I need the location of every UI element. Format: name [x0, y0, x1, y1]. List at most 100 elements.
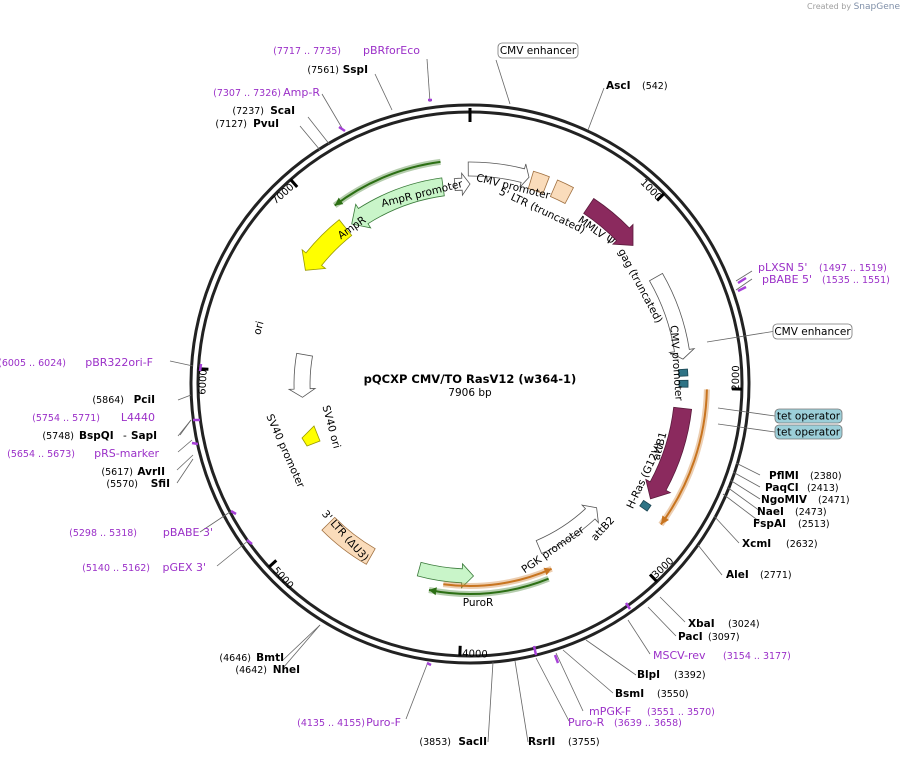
site-pos-naei: (2473): [795, 507, 827, 518]
site-rsrii: RsrII(3755): [528, 736, 600, 748]
leader-line: [282, 624, 321, 661]
attb2-box: [639, 499, 652, 512]
leader-line: [169, 360, 194, 367]
site-name-xbai: XbaI: [688, 618, 715, 630]
site-sfii: SfiI(5570): [106, 478, 170, 490]
features: [287, 158, 710, 597]
callout-box-cmv-enhancer-2: [772, 323, 853, 340]
site-name-bspqi: BspQI: [79, 430, 114, 442]
site-xbai: XbaI(3024): [688, 618, 760, 630]
gag-arrow: [583, 197, 634, 246]
tick-1000: [655, 192, 666, 202]
site-pos-pflmi: (2380): [810, 471, 842, 482]
site-pbabe5: pBABE 5'(1535 .. 1551): [762, 273, 890, 286]
leader-lines: [169, 58, 777, 743]
site-pos-fspai: (2513): [798, 519, 830, 530]
site-sacii: SacII (3853): [419, 736, 487, 748]
site-sep-bspqi: -: [123, 430, 127, 442]
leader-line: [735, 270, 753, 282]
site-name-pbrforeco: pBRforEco: [363, 44, 420, 57]
site-pos-bsmi: (3550): [657, 689, 689, 700]
site-pos-avrii: (5617): [101, 467, 133, 478]
site-name-avrii: AvrII: [137, 466, 165, 478]
site-pos-sacii: (3853): [419, 737, 451, 748]
watermark-created-by: Created by: [807, 2, 852, 11]
leader-line: [321, 93, 343, 129]
site-pos-paqci: (2413): [807, 483, 839, 494]
site-pbr322ori-f: pBR322ori-F(6005 .. 6024): [0, 356, 153, 369]
site-name-xcmi: XcmI: [742, 538, 771, 550]
leader-line: [405, 661, 429, 720]
site-name-bmti: BmtI: [256, 652, 284, 664]
leader-line: [299, 125, 321, 151]
site-name-asci: AscI: [606, 80, 631, 92]
site-name-alei: AleI: [726, 569, 749, 581]
ltr-5-box: [527, 170, 550, 195]
primer-site-mark: [246, 539, 253, 545]
site-asci: AscI(542): [606, 80, 668, 92]
callout-tet-operator-1: tet operator: [774, 408, 843, 424]
ori-arrow: [301, 219, 353, 271]
site-name-nhei: NheI: [273, 664, 300, 676]
site-prs-marker: pRS-marker(5654 .. 5673): [7, 447, 159, 460]
leader-line: [282, 624, 321, 669]
site-nhei: NheI(4642): [235, 664, 300, 676]
leader-line: [374, 73, 393, 111]
backbone-outer: [189, 103, 751, 665]
ampr-orf-bar: [334, 160, 441, 207]
site-paqci: PaqCI(2413): [765, 482, 839, 494]
site-name-puro-r: Puro-R: [568, 716, 605, 729]
site-pos-prs-marker: (5654 .. 5673): [7, 449, 75, 460]
site-pos-pbrforeco: (7717 .. 7735): [273, 46, 341, 57]
site-sspi: SspI(7561): [307, 64, 368, 76]
puror-arrow: [416, 561, 475, 589]
feature-label-ampr: AmpR: [336, 214, 369, 242]
hras-orf-bar-arrowhead: [660, 515, 669, 525]
feature-label-pgk-promoter: PGK promoter: [519, 524, 587, 576]
leader-line: [647, 606, 677, 637]
site-xcmi: XcmI(2632): [742, 538, 818, 550]
sv40-ori-box: [301, 425, 321, 447]
tick-3000: [648, 573, 658, 583]
leader-line: [717, 407, 776, 417]
site-amp-r: Amp-R(7307 .. 7326): [213, 86, 320, 99]
leader-line: [729, 479, 761, 500]
tet-operator-2-box: [678, 379, 689, 388]
primer-site-mark: [338, 125, 346, 133]
site-name-sacii: SacII: [458, 736, 487, 748]
leader-line: [176, 458, 194, 484]
site-name-puro-f: Puro-F: [366, 716, 401, 729]
primer-site-mark: [191, 441, 199, 446]
ampr-promoter-arrow: [453, 171, 471, 197]
site-name-paci: PacI: [678, 631, 703, 643]
site-pgex3: pGEX 3'(5140 .. 5162): [82, 561, 206, 574]
snapgene-watermark: Created by SnapGene: [807, 2, 900, 12]
site-name-sspi: SspI: [343, 64, 368, 76]
site-name-naei: NaeI: [757, 506, 784, 518]
site-pos-pcii: (5864): [92, 395, 124, 406]
site-name-mpgk-f: mPGK-F: [589, 705, 631, 718]
site-name-rsrii: RsrII: [528, 736, 555, 748]
site-avrii: AvrII (5617): [101, 466, 165, 478]
ampr-arrow: [351, 177, 445, 229]
leader-line: [706, 330, 777, 343]
primer-site-mark: [230, 509, 237, 516]
site-pos-sfii: (5570): [106, 479, 138, 490]
site-pos-paci: (3097): [708, 632, 740, 643]
leader-line: [587, 87, 605, 131]
callout-label-cmv-enhancer-2: CMV enhancer: [774, 326, 851, 338]
leader-line: [722, 493, 761, 523]
leader-line: [717, 423, 776, 433]
leader-line: [216, 539, 250, 567]
feature-label-sv40-ori: SV40 ori: [319, 404, 342, 450]
feature-label-puror: PuroR: [463, 597, 494, 609]
primer-site-mark: [737, 276, 747, 285]
site-pos-l4440: (5754 .. 5771): [32, 413, 100, 424]
callout-box-tet-operator-1: [774, 408, 843, 424]
tick-label-6000: 6000: [197, 369, 209, 395]
site-pos-amp-r: (7307 .. 7326): [213, 88, 281, 99]
puror-orf-bar-green: [428, 577, 549, 595]
primer-site-mark: [737, 285, 747, 293]
